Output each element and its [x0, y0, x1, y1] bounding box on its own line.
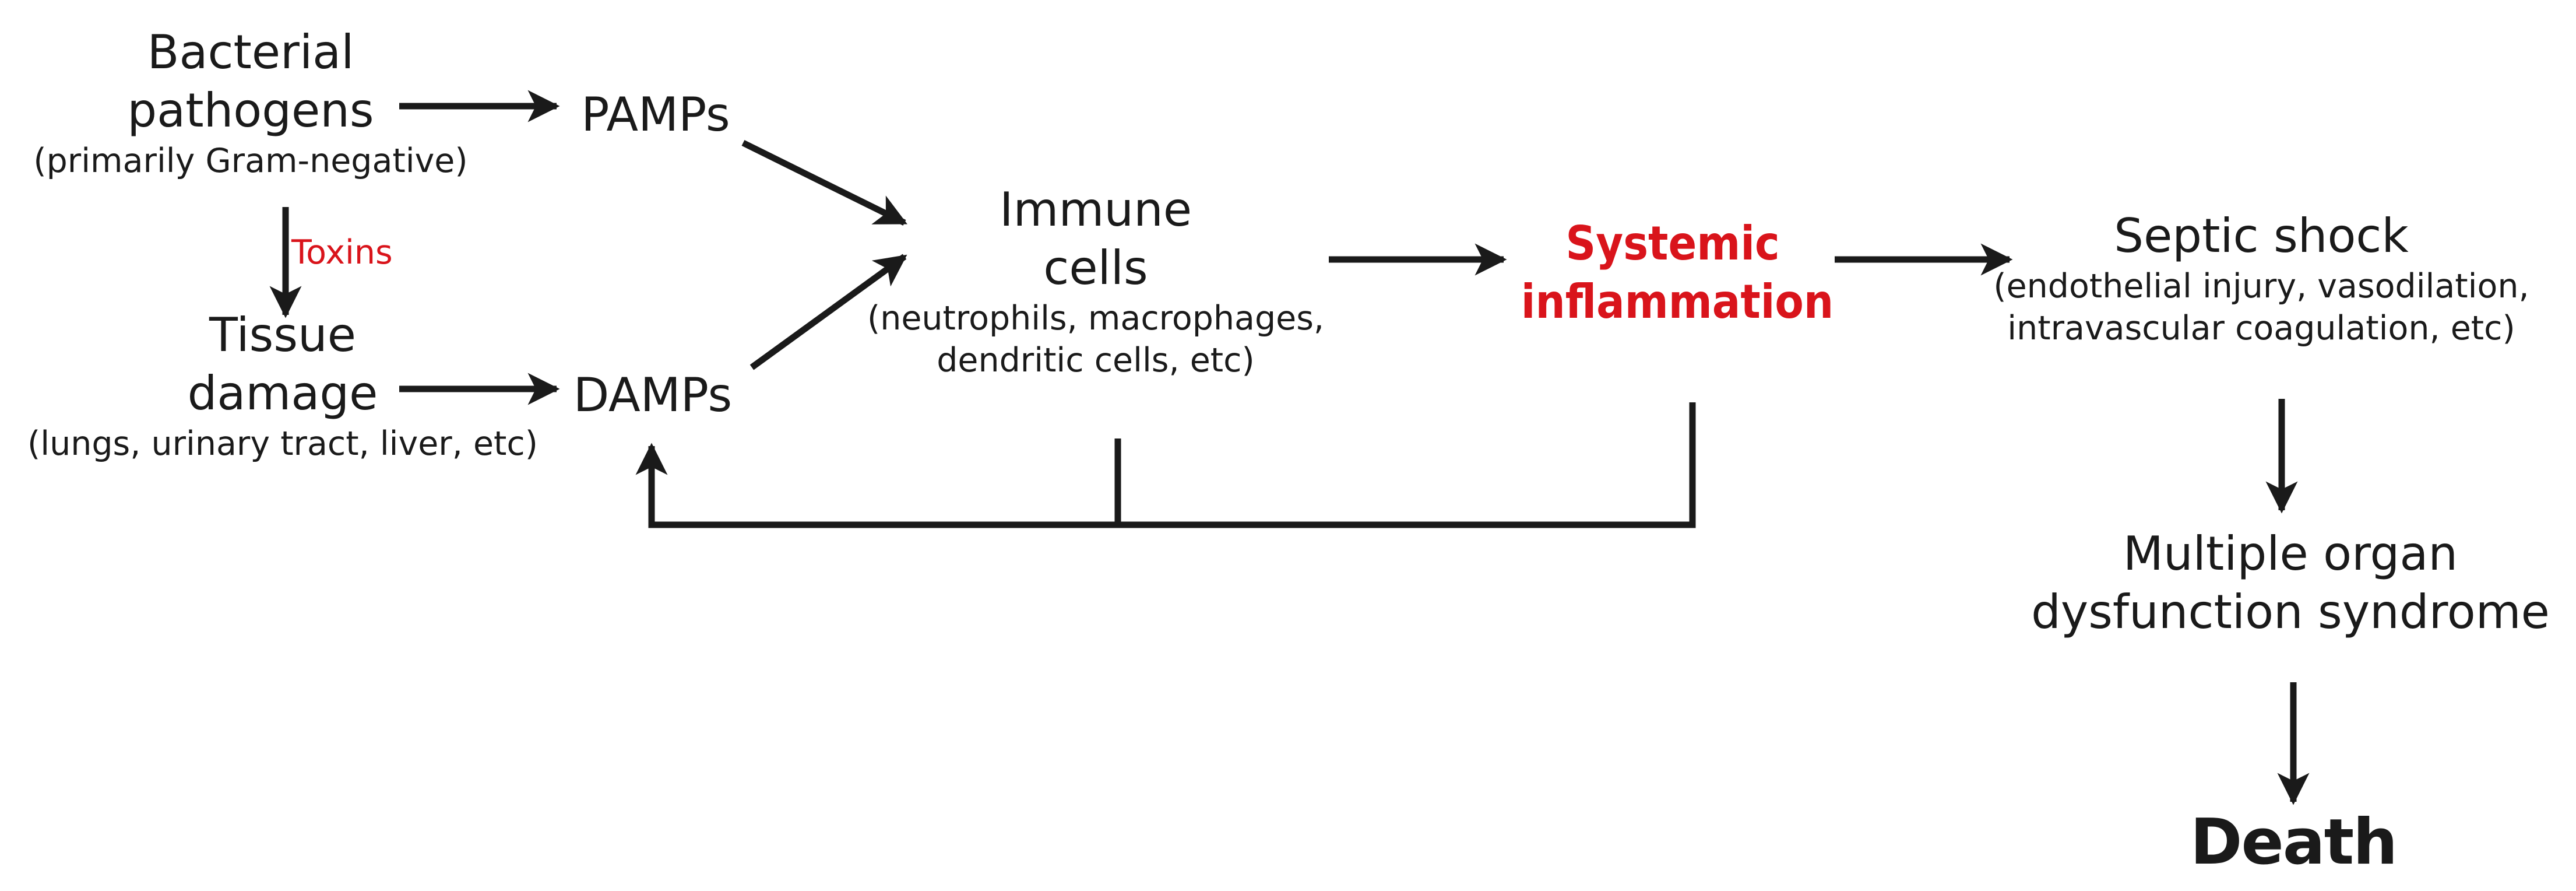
death-node: Death — [2190, 806, 2398, 879]
tissue-title-line-2: damage — [187, 366, 378, 420]
septic-title: Septic shock — [2114, 209, 2409, 263]
bacterial-subtitle: (primarily Gram-negative) — [33, 142, 468, 180]
immune-title-line-2: cells — [1043, 241, 1148, 295]
septic-shock-node: Septic shock (endothelial injury, vasodi… — [1949, 207, 2573, 349]
bacterial-pathogens-node: Bacterial pathogens (primarily Gram-nega… — [17, 23, 484, 182]
toxins-label: Toxins — [291, 233, 393, 272]
arrow-pamps-to-immune — [741, 140, 907, 226]
tissue-damage-node: Tissue damage (lungs, urinary tract, liv… — [6, 306, 559, 465]
pamps-node: PAMPs — [581, 87, 730, 142]
immune-subtitle-line-1: (neutrophils, macrophages, — [867, 299, 1325, 338]
tissue-title-line-1: Tissue — [209, 308, 356, 362]
multiple-organ-dysfunction-node: Multiple organ dysfunction syndrome — [2028, 525, 2553, 641]
mods-title-line-2: dysfunction syndrome — [2031, 585, 2550, 639]
systemic-title-line-1: Systemic — [1565, 216, 1780, 271]
immune-title-line-1: Immune — [999, 183, 1192, 237]
damps-node: DAMPs — [573, 368, 733, 422]
bacterial-title-line-2: pathogens — [127, 83, 374, 138]
septic-subtitle-line-2: intravascular coagulation, etc) — [2007, 309, 2515, 348]
bacterial-title-line-1: Bacterial — [147, 25, 354, 79]
tissue-subtitle: (lungs, urinary tract, liver, etc) — [27, 425, 538, 463]
immune-subtitle-line-2: dendritic cells, etc) — [937, 341, 1255, 380]
mods-title-line-1: Multiple organ — [2123, 527, 2458, 581]
arrow-damps-to-immune — [749, 254, 907, 370]
immune-cells-node: Immune cells (neutrophils, macrophages, … — [833, 181, 1358, 381]
feedback-loop-line — [635, 402, 1696, 528]
septic-subtitle-line-1: (endothelial injury, vasodilation, — [1993, 267, 2529, 306]
systemic-inflammation-node: Systemic inflammation — [1504, 215, 1842, 331]
systemic-title-line-2: inflammation — [1521, 275, 1834, 329]
